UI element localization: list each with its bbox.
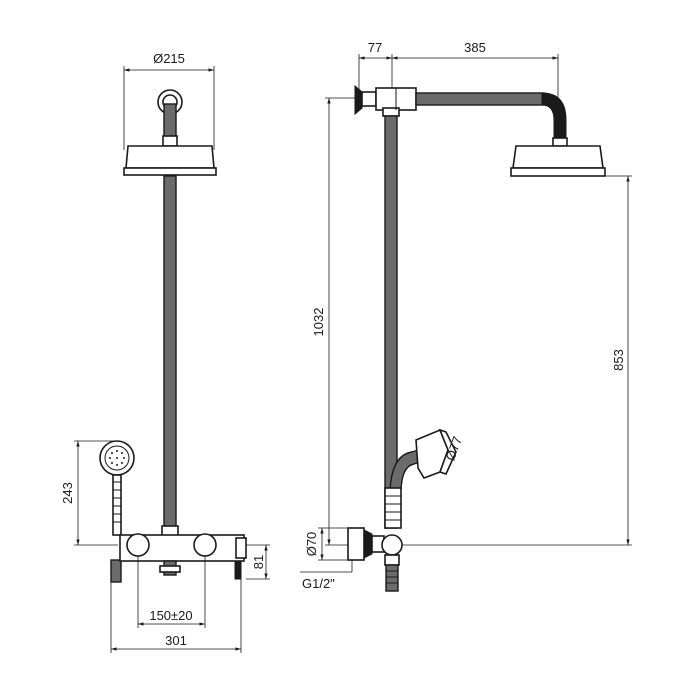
label-thread: G1/2"	[302, 576, 335, 591]
front-shower-head	[123, 145, 217, 176]
front-riser-pipe	[163, 175, 177, 529]
dimension-inlet-spacing: 150±20	[137, 556, 206, 628]
front-view: Ø215	[60, 51, 270, 653]
label-overall-width: 301	[165, 633, 187, 648]
label-head-height: 853	[611, 349, 626, 371]
side-hand-shower	[384, 428, 457, 529]
label-head-diameter: Ø215	[153, 51, 185, 66]
side-mixer-body	[347, 527, 403, 592]
dimension-hand-shower-height: 243	[60, 440, 118, 546]
label-mixer-height: 81	[251, 555, 266, 569]
dimension-overall-width: 301	[110, 579, 242, 653]
label-inlet-spacing: 150±20	[149, 608, 192, 623]
front-hand-shower	[99, 440, 135, 583]
label-total-height: 1032	[311, 308, 326, 337]
side-view: 77 385	[300, 40, 632, 592]
label-fitting-diameter: Ø70	[304, 532, 319, 557]
dimension-head-height: 853	[402, 175, 632, 546]
label-hand-shower-height: 243	[60, 482, 75, 504]
dimension-total-height: 1032	[311, 97, 356, 546]
side-shower-arm	[415, 92, 568, 147]
side-top-fitting	[354, 84, 417, 117]
dimension-head-diameter: Ø215	[123, 51, 215, 150]
dimension-thread: G1/2"	[300, 560, 353, 591]
front-shower-arm	[157, 89, 183, 147]
dimension-wall-offset: 77	[358, 40, 393, 92]
dimension-fitting-diameter: Ø70	[304, 527, 348, 561]
dimension-mixer-height: 81	[246, 544, 270, 580]
label-arm-length: 385	[464, 40, 486, 55]
label-wall-offset: 77	[368, 40, 382, 55]
side-shower-head	[510, 145, 606, 177]
front-mixer-body	[119, 533, 247, 580]
